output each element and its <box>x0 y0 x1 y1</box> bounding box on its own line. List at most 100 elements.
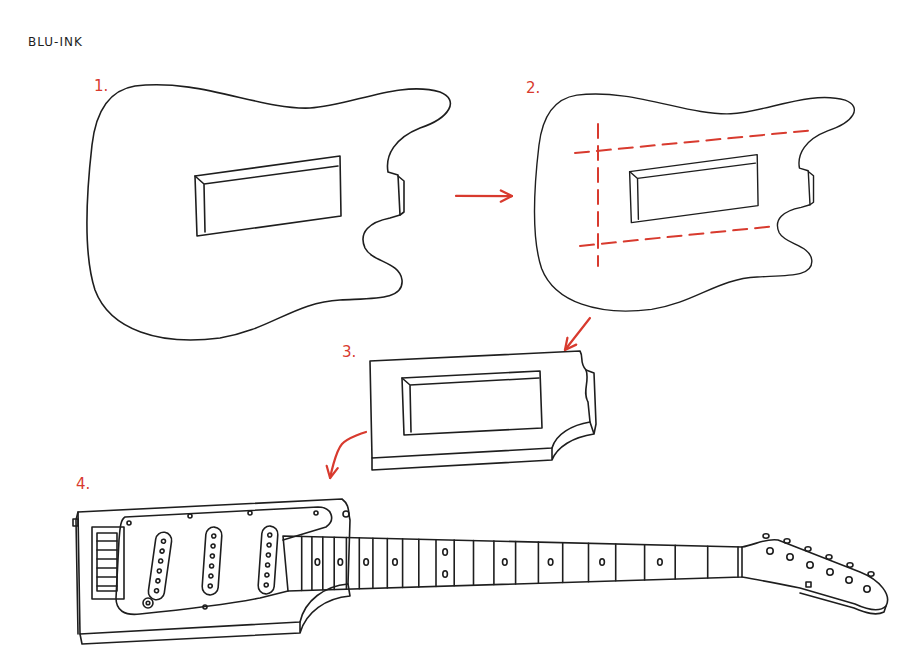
pole <box>266 553 270 557</box>
signature: BLU-INK <box>28 36 83 49</box>
pole <box>160 549 165 554</box>
pole <box>210 554 214 558</box>
nut <box>737 547 739 577</box>
step-figure: 4. <box>62 478 892 648</box>
pole <box>161 539 166 544</box>
step-arrow <box>565 318 590 350</box>
tuner-key <box>784 539 790 543</box>
tuner-key <box>805 547 811 551</box>
pole <box>264 583 268 587</box>
tuner-post <box>864 586 870 592</box>
block-thickness <box>372 370 596 470</box>
pickup <box>258 526 279 595</box>
pickup-cover <box>258 526 279 595</box>
tuner-post <box>767 548 773 554</box>
strap-button <box>343 511 349 517</box>
pole <box>212 534 216 538</box>
cut-line <box>580 226 776 246</box>
screw <box>188 514 192 518</box>
pole <box>266 563 270 567</box>
headstock <box>742 540 888 610</box>
pole <box>267 543 271 547</box>
tuner-post <box>846 577 852 583</box>
step-arrow <box>456 195 512 197</box>
label-box: BLU-INK <box>28 36 83 49</box>
step1-body <box>87 85 450 340</box>
step-number: 3. <box>342 344 356 361</box>
cut-lines <box>575 124 815 266</box>
pole <box>210 564 214 568</box>
fret-dot <box>600 559 605 566</box>
cavity <box>402 371 542 435</box>
bridge-block <box>97 533 117 591</box>
block-top <box>370 351 590 458</box>
pickguard <box>116 507 332 614</box>
tuner-key <box>826 555 832 559</box>
knob-outer <box>143 598 153 608</box>
finished-guitar <box>73 499 888 644</box>
bridge-plate <box>92 527 124 599</box>
tuner-post <box>807 562 813 568</box>
tuner-key <box>868 572 874 576</box>
cavity-bevel <box>402 378 539 432</box>
screw <box>203 605 207 609</box>
fret-dot <box>503 559 508 566</box>
body-drawing <box>87 85 450 340</box>
knob-inner <box>146 601 150 605</box>
body-drawing <box>535 94 855 311</box>
strap-button <box>73 519 78 526</box>
pole <box>156 579 161 584</box>
fret-dot <box>548 559 553 566</box>
pole <box>158 559 163 564</box>
fret-dot <box>443 571 448 578</box>
tuners <box>763 534 874 592</box>
step3-block <box>370 351 596 470</box>
step-number: 4. <box>76 476 90 493</box>
fretboard <box>283 536 742 591</box>
body-block <box>78 499 350 634</box>
pickup-cover <box>147 531 172 601</box>
string-tree <box>806 582 811 587</box>
pole <box>268 533 272 537</box>
pickguard-screws <box>127 511 318 609</box>
frets <box>302 536 708 590</box>
bridge <box>92 527 124 599</box>
fret-dot <box>658 559 663 566</box>
pole <box>211 544 215 548</box>
connectors <box>330 196 590 478</box>
fret-markers <box>315 549 662 578</box>
fret-dot <box>393 559 398 566</box>
pickup <box>147 531 172 601</box>
fret-dot <box>443 549 448 556</box>
fret-dot <box>364 559 369 566</box>
step-figure: 1. <box>88 76 456 346</box>
step2-body <box>535 94 855 311</box>
pole <box>208 584 212 588</box>
step-figure: 2. <box>512 78 857 318</box>
fret-dot <box>338 559 343 566</box>
pickup-cover <box>202 527 223 596</box>
screw <box>314 511 318 515</box>
tuner-key <box>847 563 853 567</box>
pole <box>157 569 162 574</box>
step-arrow <box>330 432 366 478</box>
screw <box>248 511 252 515</box>
saddles <box>97 541 117 586</box>
knob <box>143 598 153 608</box>
screw <box>127 521 131 525</box>
pole <box>209 574 213 578</box>
pole <box>154 588 159 593</box>
step-number: 2. <box>526 80 540 97</box>
cut-line <box>575 130 815 153</box>
pickup <box>202 527 223 596</box>
tuner-post <box>827 569 833 575</box>
headstock-edge <box>800 593 886 614</box>
step-figure: 3. <box>366 350 596 474</box>
tuner-key <box>763 534 769 538</box>
cut-line <box>597 124 599 266</box>
fret-dot <box>315 559 320 566</box>
tuner-post <box>787 554 793 560</box>
